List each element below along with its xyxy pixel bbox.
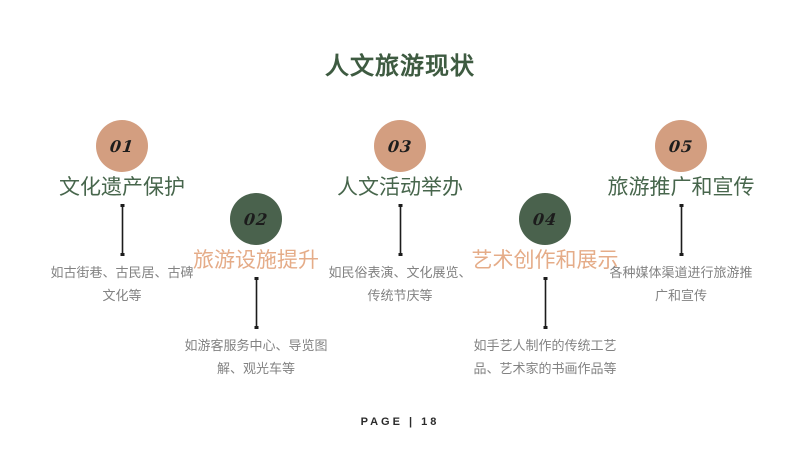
step-04-description: 如手艺人制作的传统工艺品、艺术家的书画作品等: [473, 338, 617, 376]
step-04: 04 艺术创作和展示 如手艺人制作的传统工艺品、艺术家的书画作品等: [450, 193, 640, 380]
step-03: 03 人文活动举办 如民俗表演、文化展览、传统节庆等: [305, 120, 495, 307]
step-05-number-badge: 05: [655, 120, 707, 172]
step-01-number: 01: [108, 136, 136, 156]
step-03-description: 如民俗表演、文化展览、传统节庆等: [328, 265, 472, 303]
connector-arrow-icon: [120, 204, 124, 256]
step-02-number: 02: [242, 209, 270, 229]
step-05-description: 各种媒体渠道进行旅游推广和宣传: [609, 265, 753, 303]
connector-arrow-icon: [254, 277, 258, 329]
step-05-number: 05: [667, 136, 695, 156]
page-number: PAGE | 18: [360, 416, 440, 428]
step-01-title: 文化遗产保护: [59, 176, 185, 199]
step-02-description: 如游客服务中心、导览图解、观光车等: [184, 338, 328, 376]
step-04-title: 艺术创作和展示: [471, 249, 619, 272]
connector-arrow-icon: [679, 204, 683, 256]
step-02: 02 旅游设施提升 如游客服务中心、导览图解、观光车等: [161, 193, 351, 380]
step-02-title: 旅游设施提升: [193, 249, 319, 272]
step-05: 05 旅游推广和宣传 各种媒体渠道进行旅游推广和宣传: [586, 120, 776, 307]
connector-arrow-icon: [543, 277, 547, 329]
step-04-number-badge: 04: [519, 193, 571, 245]
step-03-number-badge: 03: [374, 120, 426, 172]
slide-title: 人文旅游现状: [325, 53, 475, 80]
step-03-number: 03: [386, 136, 414, 156]
step-05-title: 旅游推广和宣传: [607, 176, 755, 199]
step-01-number-badge: 01: [96, 120, 148, 172]
step-04-number: 04: [531, 209, 559, 229]
step-01: 01 文化遗产保护 如古街巷、古民居、古碑文化等: [27, 120, 217, 307]
connector-arrow-icon: [398, 204, 402, 256]
step-02-number-badge: 02: [230, 193, 282, 245]
step-03-title: 人文活动举办: [337, 176, 463, 199]
step-01-description: 如古街巷、古民居、古碑文化等: [50, 265, 194, 303]
